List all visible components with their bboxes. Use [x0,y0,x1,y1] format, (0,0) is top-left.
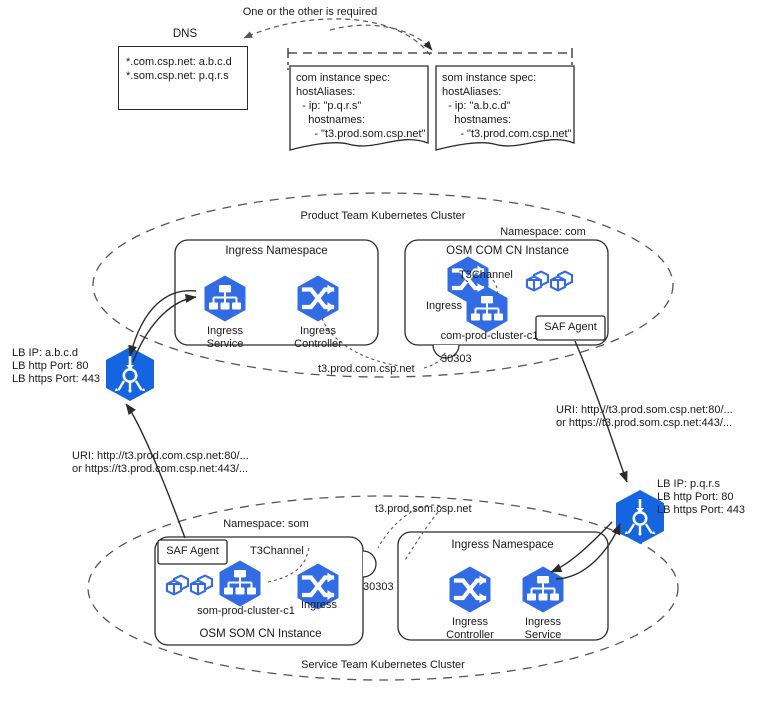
bottom-ingress-controller-label-2: Controller [446,629,494,641]
service-cluster-label: Service Team Kubernetes Cluster [301,659,465,671]
som-t3channel-link [267,544,310,583]
lb-som-line-1: LB IP: p.q.r.s [657,478,720,490]
som-namespace-label: Namespace: som [223,518,309,530]
bottom-ingress-namespace-box [397,531,609,641]
som-spec-line-2: hostAliases: [442,86,502,98]
com-namespace-label: Namespace: com [500,226,586,238]
com-cluster-label: com-prod-cluster-c1 [440,330,539,342]
som-spec-shape [435,65,575,151]
bottom-nodeport-shape [362,550,377,578]
dns-line-2: *.som.csp.net: p.q.r.s [126,70,229,82]
com-spec-line-1: com instance spec: [296,72,391,84]
com-spec-line-5: - "t3.prod.som.csp.net" [296,128,426,140]
top-host-label: t3.prod.com.csp.net [318,363,415,375]
lb-som-line-2: LB http Port: 80 [657,491,734,503]
uri-som-line-2: or https://t3.prod.som.csp.net:443/... [556,417,733,429]
com-spec-line-4: hostnames: [296,114,366,126]
service-cluster-boundary [87,495,679,681]
top-controller-host-link [321,317,401,367]
top-nodeport-shape [432,344,460,359]
som-spec-line-3: - ip: "a.b.c.d" [442,100,511,112]
top-ingress-controller-label-2: Controller [294,338,342,350]
bottom-host-nodeport-link [377,504,441,549]
bottom-saf-agent-box [157,539,228,565]
lb-com-line-3: LB https Port: 443 [12,373,101,385]
bottom-nodeport-label: 30303 [363,581,394,593]
top-ingress-service-label-2: Service [206,338,244,350]
som-saf-to-lb-com-arrow [125,403,186,539]
osm-som-instance-title: OSM SOM CN Instance [199,628,322,640]
one-or-other-note: One or the other is required [242,6,378,18]
som-saf-agent-label: SAF Agent [166,545,219,557]
bottom-ingress-service-label-2: Service [524,629,562,641]
lb-to-ingress-service-arrow [132,294,197,363]
dns-outer-box [118,46,248,110]
product-cluster-boundary [92,192,674,378]
uri-com-line-2: or https://t3.prod.com.csp.net:443/... [72,463,249,475]
uri-com-line-1: URI: http://t3.prod.com.csp.net:80/... [72,450,249,462]
one-or-other-arrow-2 [329,24,433,51]
product-cluster-label: Product Team Kubernetes Cluster [300,210,466,222]
bottom-host-controller-link [404,507,443,561]
bottom-ingress-namespace-title: Ingress Namespace [451,539,554,551]
com-t3channel-link-a [455,275,469,283]
som-ingress-label: Ingress [300,599,338,611]
com-spec-shape [289,65,429,151]
lb-com-line-1: LB IP: a.b.c.d [12,347,79,359]
uri-som-line-1: URI: http://t3.prod.som.csp.net:80/... [556,404,733,416]
bottom-ingress-controller-label-1: Ingress [451,616,489,628]
com-t3channel-label: T3Channel [459,269,513,281]
som-spec-line-4: hostnames: [442,114,512,126]
ingress-service-to-lb-arrow [128,290,197,357]
com-saf-agent-label: SAF Agent [544,321,597,333]
com-ingress-label: Ingress [425,300,463,312]
osm-com-instance-title: OSM COM CN Instance [446,245,569,257]
top-ingress-service-label-1: Ingress [206,325,244,337]
som-spec-line-1: som instance spec: [442,72,537,84]
com-saf-to-lb-som-arrow [574,340,628,483]
top-saf-agent-box [535,315,606,341]
com-t3channel-link-b [492,279,498,297]
bottom-ingress-service-label-1: Ingress [524,616,562,628]
som-spec-line-5: - "t3.prod.com.csp.net" [442,128,572,140]
top-ingress-controller-label-1: Ingress [299,325,337,337]
com-spec-line-3: - ip: "p.q.r.s" [296,100,362,112]
lb-com-line-2: LB http Port: 80 [12,360,89,372]
bottom-host-label: t3.prod.som.csp.net [375,503,472,515]
com-spec-line-2: hostAliases: [296,86,356,98]
top-nodeport-label: 30303 [441,353,472,365]
lb-som-to-ingress-service-arrow [550,521,613,573]
top-ingress-namespace-title: Ingress Namespace [225,245,328,257]
dns-label: DNS [172,28,198,40]
one-or-other-arrow [243,18,431,56]
som-t3channel-label: T3Channel [250,545,304,557]
dns-line-1: *.com.csp.net: a.b.c.d [126,56,232,68]
ingress-service-to-lb-som-arrow [555,523,621,580]
som-cluster-label: som-prod-cluster-c1 [197,605,295,617]
lb-som-line-3: LB https Port: 443 [657,504,746,516]
